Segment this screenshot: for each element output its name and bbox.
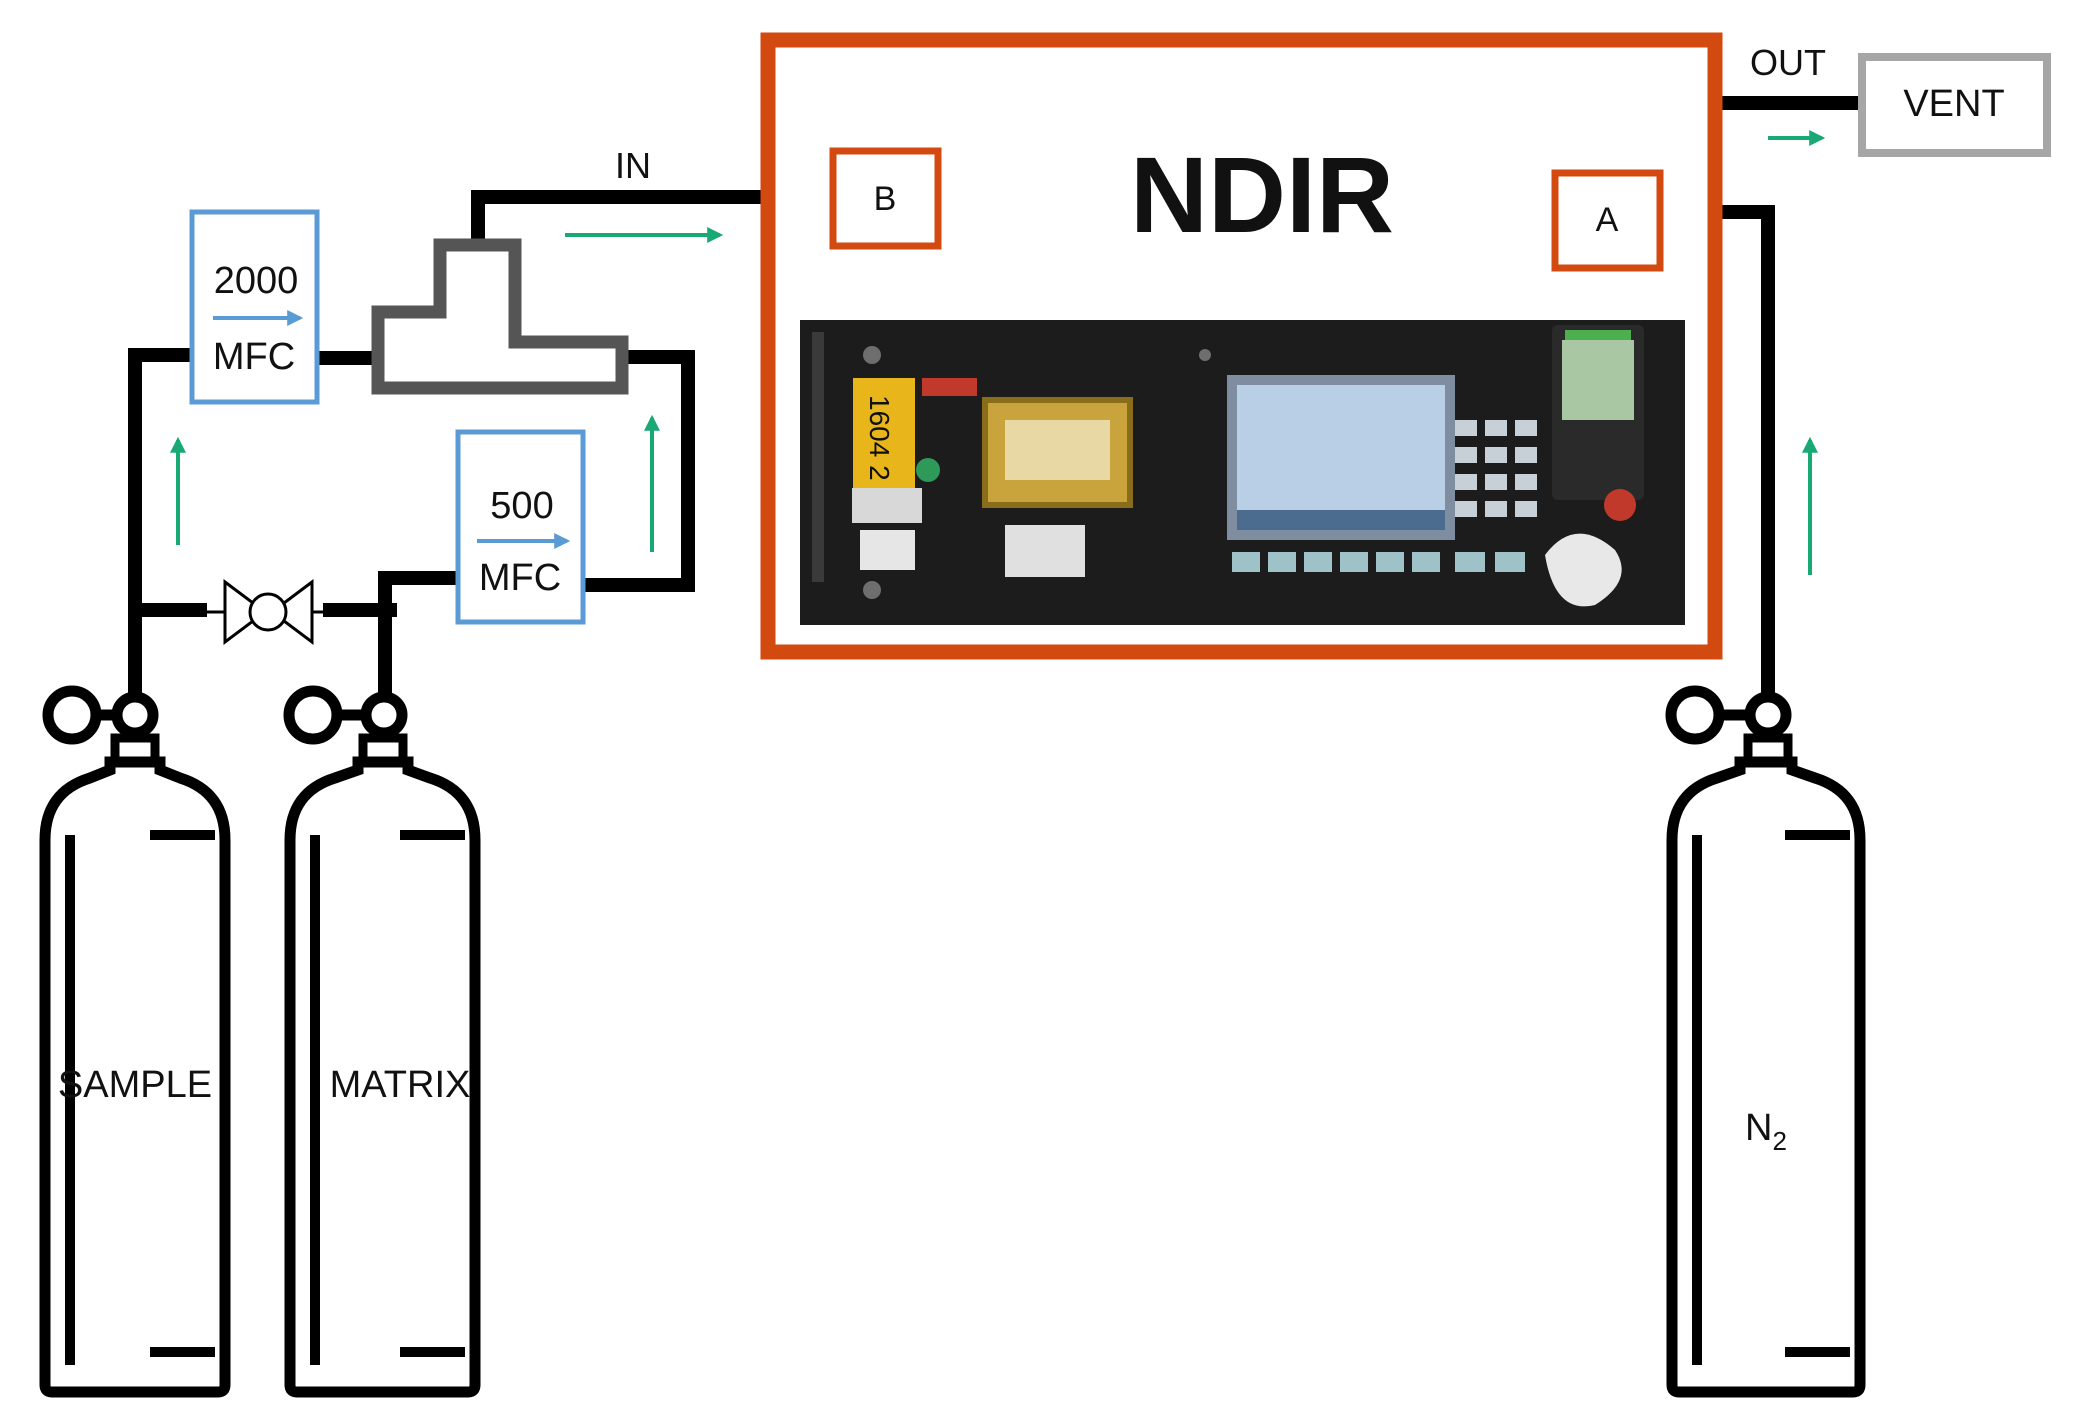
vent-label: VENT xyxy=(1903,83,2004,125)
panel-screw-icon xyxy=(863,346,881,364)
mfc-high-unit: MFC xyxy=(213,336,295,378)
matrix-line xyxy=(378,571,465,697)
n2-label-base: N xyxy=(1745,1107,1772,1149)
in-label: IN xyxy=(615,145,651,186)
n2-label: N2 xyxy=(1745,1107,1787,1156)
vent-box xyxy=(1858,53,2051,157)
regulator-knob-icon xyxy=(42,685,160,771)
panel-sticker-yellow xyxy=(853,378,915,488)
port-b-box xyxy=(829,147,942,250)
mfc-low-out xyxy=(578,350,695,592)
matrix-cylinder: MATRIX xyxy=(283,685,481,1398)
mfc-low-unit: MFC xyxy=(479,557,561,599)
ndir-instrument: NDIR B A 1604 2 xyxy=(760,32,1723,660)
mfc-high-box xyxy=(189,209,320,405)
port-a-box xyxy=(1551,169,1664,272)
n2-label-sub: 2 xyxy=(1772,1126,1786,1156)
pipes xyxy=(128,96,1867,697)
port-b-label: B xyxy=(874,180,897,218)
panel-sticker-text: 1604 2 xyxy=(864,395,895,481)
in-line xyxy=(471,190,840,243)
n2-cylinder: N2 xyxy=(1665,685,1866,1398)
panel-screw-icon xyxy=(1199,349,1211,361)
panel-screw-icon xyxy=(863,581,881,599)
matrix-label: MATRIX xyxy=(330,1064,471,1106)
sample-label: SAMPLE xyxy=(58,1064,212,1106)
mfc-high-value: 2000 xyxy=(214,260,299,302)
flow-arrows xyxy=(170,130,1826,575)
out-label: OUT xyxy=(1750,42,1826,83)
tee-junction xyxy=(371,238,629,395)
analyzer-front-panel: 1604 2 xyxy=(800,320,1685,625)
mfc-2000: 2000 MFC xyxy=(189,209,320,405)
keypad xyxy=(1455,420,1537,517)
regulator-knob-icon xyxy=(283,685,408,771)
ndir-title: NDIR xyxy=(1130,134,1394,255)
port-a-label: A xyxy=(1596,201,1619,239)
regulator-knob-icon xyxy=(1665,685,1793,771)
needle-valve-icon xyxy=(200,579,330,645)
mfc-low-box xyxy=(455,429,586,625)
mfc-low-value: 500 xyxy=(490,485,553,527)
sample-line xyxy=(128,348,199,697)
mfc-500: 500 MFC xyxy=(455,429,586,625)
sample-cylinder: SAMPLE xyxy=(39,685,231,1398)
softkey-row xyxy=(1232,552,1525,572)
status-led-icon xyxy=(916,458,940,482)
